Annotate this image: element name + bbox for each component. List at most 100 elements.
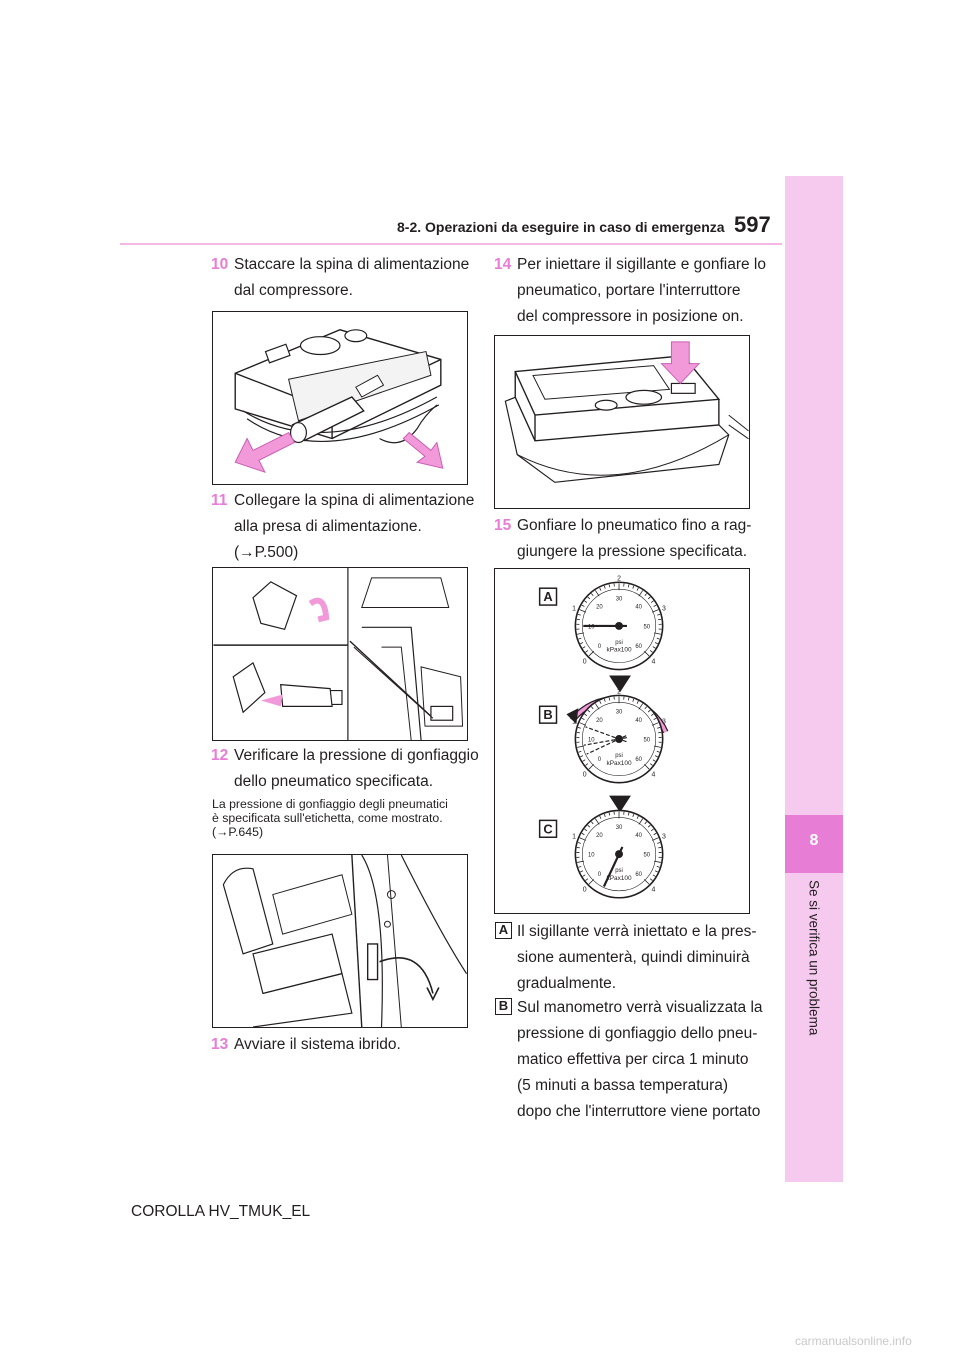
step-number: 11 (211, 492, 228, 509)
gauge-tick (603, 813, 606, 818)
figure-power-outlet (212, 567, 468, 741)
gauge-label-b: B (543, 707, 552, 722)
gauge-tick (652, 874, 656, 877)
explanation-a: Il sigillante verrà iniettato e la pres-… (517, 919, 777, 997)
chapter-number-box (785, 815, 843, 873)
gauge-tick (577, 745, 585, 748)
gauge-tick (591, 593, 594, 596)
gauge-tick (580, 870, 584, 873)
gauge-tick (603, 698, 606, 702)
gauge-hub (615, 735, 623, 743)
gauge-psi-tick-label: 50 (644, 853, 651, 859)
gauge-tick (638, 818, 644, 825)
gauge-tick (594, 703, 600, 710)
explanation-text: Il sigillante verrà iniettato e la pres- (517, 923, 757, 940)
gauge-hub (615, 621, 623, 630)
gauge-kpa-tick-label: 3 (662, 605, 666, 612)
gauge-hub (615, 850, 623, 859)
gauge-tick (582, 874, 586, 877)
gauge-tick (652, 646, 656, 649)
gauge-psi-tick-label: 0 (598, 757, 602, 763)
gauge-tick (599, 587, 602, 591)
gauge-tick (582, 759, 586, 762)
gauge-tick (652, 759, 656, 762)
gauge-kpa-tick-label: 4 (651, 886, 655, 893)
gauge-tick (651, 837, 659, 841)
gauge-tick (654, 755, 658, 758)
gauge-tick (651, 722, 659, 726)
step-text: dello pneumatico specificata. (234, 773, 434, 790)
step-text: alla presa di alimentazione. (234, 518, 422, 535)
gauge-tick (650, 828, 654, 832)
gauge-kpa-tick-label: 1 (572, 718, 576, 725)
gauge-tick (584, 600, 588, 603)
gauge-tick (577, 727, 581, 729)
gauge-tick (582, 646, 586, 649)
explanation-text: gradualmente. (517, 975, 617, 992)
gauge-psi-tick-label: 50 (644, 624, 651, 630)
gauge-tick (608, 584, 611, 588)
tire-pressure-note: La pressione di gonfiaggio degli pneumat… (212, 797, 482, 839)
gauge-psi-tick-label: 0 (598, 872, 602, 878)
gauge-tick (653, 717, 657, 720)
gauge-unit-kpa: kPax100 (606, 647, 631, 654)
gauge-tick (588, 879, 595, 885)
gauge-tick (587, 596, 591, 600)
gauge-tick (643, 879, 650, 885)
gauge-psi-tick-label: 60 (635, 644, 642, 650)
gauge-tick (649, 650, 653, 653)
gauge-tick (656, 750, 660, 753)
gauge-tick (657, 727, 661, 729)
gauge-tick (627, 812, 630, 816)
footer-model: COROLLA HV_TMUK_EL (131, 1203, 311, 1220)
gauge-tick (649, 763, 653, 766)
section-title: 8-2. Operazioni da eseguire in caso di e… (397, 219, 725, 235)
gauge-tick (653, 745, 661, 748)
explanation-b: Sul manometro verrà visualizzata la pres… (517, 995, 777, 1125)
gauge-tick (632, 813, 635, 818)
gauge-tick (577, 842, 581, 844)
gauge-tick (638, 703, 644, 710)
gauge-unit-psi: psi (615, 753, 623, 759)
gauge-tick (643, 763, 650, 770)
page-number: 597 (734, 212, 771, 237)
gauge-tick (588, 650, 595, 657)
gauge-kpa-tick-label: 4 (651, 658, 655, 665)
figure-unplug-compressor (212, 311, 468, 485)
gauge-psi-tick-label: 60 (635, 757, 642, 763)
explanation-label-a: A (495, 922, 512, 939)
step-number: 14 (494, 256, 512, 273)
gauge-tick (647, 709, 651, 713)
gauge-tick (653, 632, 661, 635)
gauge-tick (578, 637, 582, 640)
gauge-tick (585, 878, 589, 881)
gauge-kpa-tick-label: 2 (617, 803, 621, 810)
header-rule (120, 243, 782, 245)
gauge-tick (608, 812, 611, 816)
page-reference: (→P.645) (212, 825, 264, 839)
gauge-kpa-tick-label: 1 (572, 605, 576, 612)
gauge-psi-tick-label: 40 (635, 718, 642, 724)
step-text: pneumatico, portare l'interruttore (517, 282, 741, 299)
explanation-text: (5 minuti a bassa temperatura) (517, 1077, 729, 1094)
gauge-tick (643, 650, 650, 657)
step-text: dal compressore. (234, 282, 353, 299)
gauge-tick (654, 870, 658, 873)
gauge-kpa-tick-label: 1 (572, 833, 576, 840)
gauge-tick (587, 709, 591, 713)
explanation-text: sione aumenterà, quindi diminuirà (517, 949, 750, 966)
gauge-psi-tick-label: 10 (588, 737, 595, 743)
gauge-psi-tick-label: 30 (616, 597, 623, 603)
gauge-unit-psi: psi (615, 868, 623, 874)
gauge-unit-psi: psi (615, 640, 623, 646)
gauge-psi-tick-label: 40 (635, 605, 642, 611)
gauge-tick (579, 837, 587, 841)
gauge-tick (599, 815, 602, 819)
gauge-tick (577, 632, 585, 635)
